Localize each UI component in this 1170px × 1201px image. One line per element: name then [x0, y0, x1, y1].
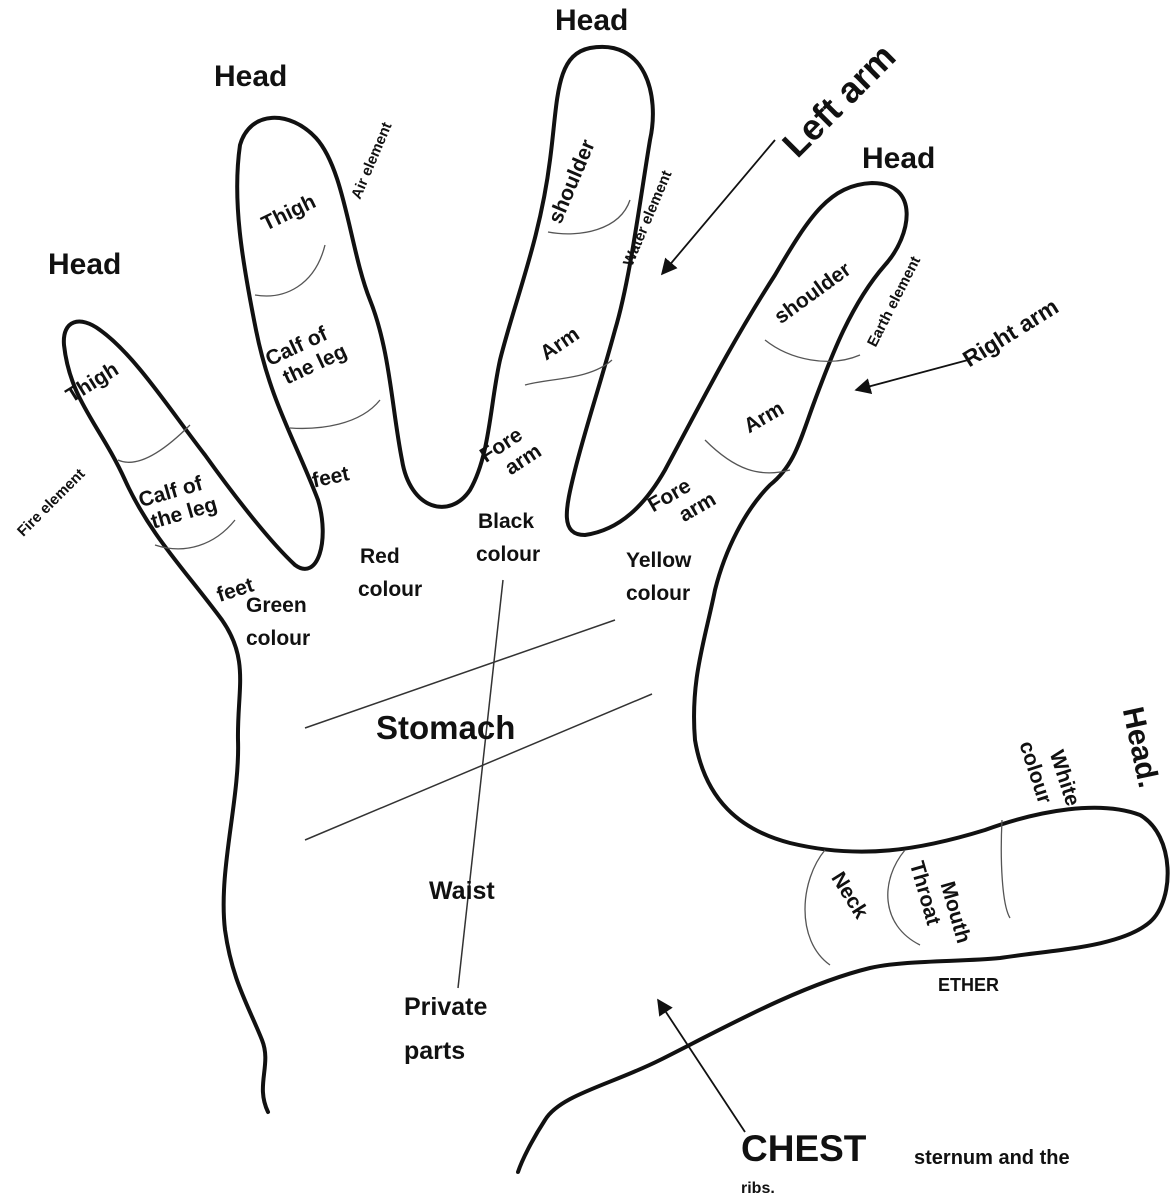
- middle-colour: Black colour: [476, 506, 540, 571]
- ring-colour: Red colour: [358, 541, 422, 606]
- thumb-ether: ETHER: [938, 975, 999, 996]
- little-colour: Green colour: [246, 590, 310, 655]
- head-label-index: Head: [862, 142, 935, 177]
- chest-note: sternum and the: [914, 1147, 1070, 1170]
- private-parts-label: Private parts: [404, 986, 487, 1074]
- head-label-little: Head: [48, 248, 121, 283]
- head-label-middle: Head: [555, 4, 628, 39]
- stomach-label: Stomach: [376, 709, 515, 747]
- right-arm-arrow: [856, 360, 968, 390]
- waist-label: Waist: [429, 877, 495, 906]
- head-label-ring: Head: [214, 60, 287, 95]
- chest-label: CHEST: [741, 1128, 866, 1171]
- hand-outline: [64, 47, 1168, 1172]
- palm-line-vertical: [458, 580, 503, 988]
- chest-note-ribs: ribs.: [741, 1180, 775, 1198]
- index-colour: Yellow colour: [626, 545, 691, 610]
- chest-arrow: [658, 1000, 745, 1132]
- left-arm-arrow: [662, 140, 775, 274]
